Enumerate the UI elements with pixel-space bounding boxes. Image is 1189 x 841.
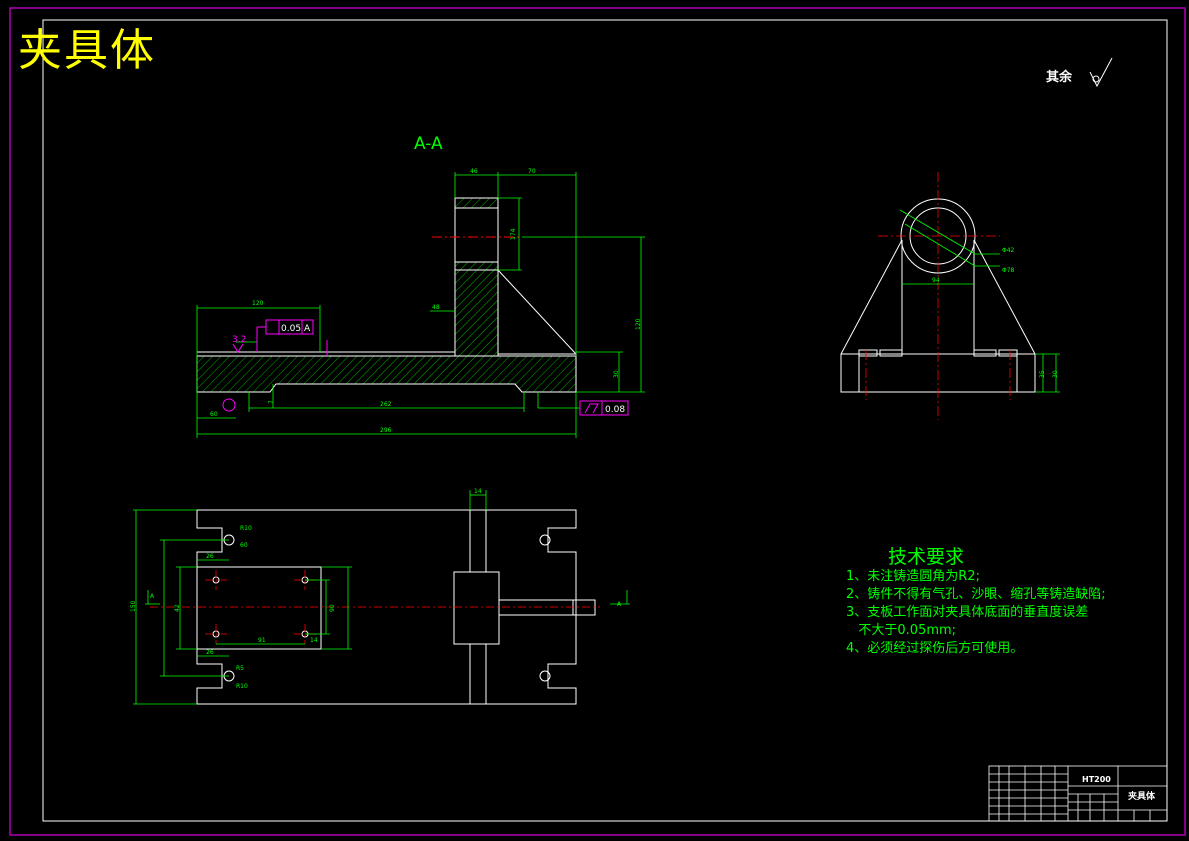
tech-item: 3、支板工作面对夹具体底面的垂直度误差 [846, 605, 1089, 620]
roughness-note: 其余 [1046, 70, 1073, 85]
tol-value: 0.05 [281, 324, 301, 334]
title-block [988, 765, 1168, 822]
dim-top: 91 [258, 637, 266, 644]
dim-side: Φ78 [1002, 267, 1015, 274]
base-hatch [196, 355, 577, 393]
part-name-label: 夹具体 [1128, 790, 1156, 802]
dim-front: 120 [252, 300, 264, 307]
dim-top: 26 [206, 649, 214, 656]
roughness-symbol [1089, 57, 1113, 88]
dim-side: 30 [1052, 370, 1059, 378]
material-label: HT200 [1082, 775, 1111, 784]
dim-top: R10 [236, 683, 248, 690]
dim-top: 26 [206, 553, 214, 560]
dim-top: 90 [329, 604, 336, 612]
tech-item: 2、铸件不得有气孔、沙眼、缩孔等铸造缺陷; [846, 587, 1106, 602]
dim-front: 48 [432, 304, 440, 311]
dim-top: 150 [130, 600, 137, 612]
dim-front: 60 [210, 411, 218, 418]
tol-value: 0.08 [605, 405, 625, 415]
dim-side: 35 [1039, 370, 1046, 378]
tech-item: 4、必须经过探伤后方可使用。 [846, 641, 1024, 656]
dim-side: 94 [932, 277, 940, 284]
dim-front: 3.2 [232, 335, 246, 345]
dim-top: 60 [240, 542, 248, 549]
dim-front: 70 [528, 168, 536, 175]
tech-requirements-list: 1、未注铸造圆角为R2; 2、铸件不得有气孔、沙眼、缩孔等铸造缺陷; 3、支板工… [846, 568, 1106, 658]
tech-item: 1、未注铸造圆角为R2; [846, 569, 980, 584]
dimension-texts: 46 70 120 48 174 120 30 262 296 60 7 3.2… [130, 168, 1059, 690]
boss-top-hatch [454, 197, 499, 209]
front-section-view [196, 172, 645, 438]
dim-front: 296 [380, 427, 392, 434]
dim-top: R5 [236, 665, 244, 672]
drawing-title: 夹具体 [18, 25, 156, 76]
dim-top: A [617, 601, 622, 608]
rib [497, 268, 578, 355]
dim-front: 7 [268, 400, 275, 404]
section-label: A-A [414, 134, 443, 154]
dim-front: 262 [380, 401, 392, 408]
dim-top: 14 [474, 488, 482, 495]
tech-requirements-title: 技术要求 [888, 546, 965, 568]
dim-top: 42 [174, 604, 181, 612]
dim-front: 174 [510, 228, 517, 240]
tech-item: 不大于0.05mm; [846, 623, 957, 638]
dim-top: A [150, 593, 155, 600]
dim-side: Φ42 [1002, 247, 1015, 254]
drawing-frame [42, 19, 1168, 822]
dim-front: 46 [470, 168, 478, 175]
column-hatch [454, 261, 499, 357]
tol-value: A [304, 324, 311, 334]
outer-border [9, 7, 1186, 836]
dim-top: 14 [310, 637, 318, 644]
dim-front: 120 [635, 318, 642, 330]
top-view [196, 509, 596, 705]
dim-top: R10 [240, 525, 252, 532]
dim-front: 30 [613, 370, 620, 378]
